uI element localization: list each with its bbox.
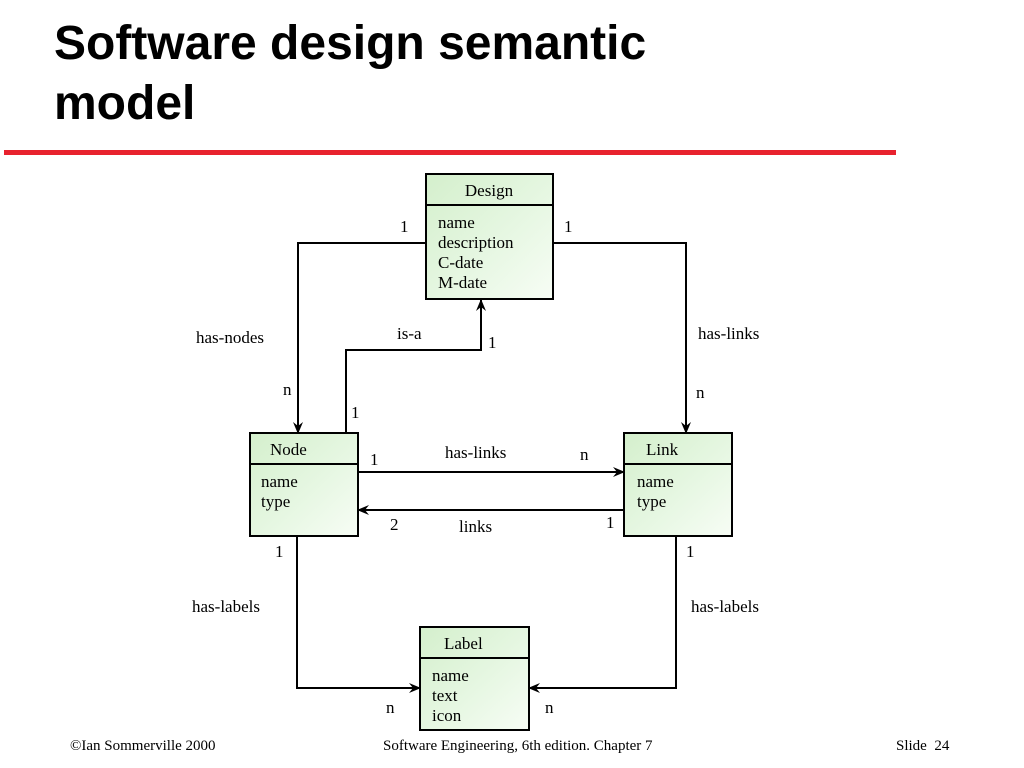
design-attr-name: name <box>438 213 475 232</box>
node-attr-name: name <box>261 472 298 491</box>
design-entity: Design name description C-date M-date <box>425 173 554 300</box>
has-nodes-design-cardinality: 1 <box>400 217 409 236</box>
link-has-labels-connector <box>528 536 677 693</box>
label-attr-text: text <box>432 686 458 705</box>
design-has-links-link-cardinality: n <box>696 383 705 402</box>
label-entity: Label name text icon <box>419 626 530 731</box>
design-attr-description: description <box>438 233 514 252</box>
link-attr-name: name <box>637 472 674 491</box>
has-nodes-node-cardinality: n <box>283 380 292 399</box>
link-has-labels-link-cardinality: 1 <box>686 542 695 561</box>
footer-slide-value: 24 <box>934 738 950 754</box>
footer-book-title: Software Engineering, 6th edition. Chapt… <box>383 738 653 754</box>
is-a-connector <box>345 299 486 433</box>
footer-slide-number: Slide 24 <box>896 738 949 755</box>
design-attr-c-date: C-date <box>438 253 483 272</box>
design-has-links-design-cardinality: 1 <box>564 217 573 236</box>
node-has-links-label: has-links <box>445 443 506 462</box>
has-nodes-label: has-nodes <box>196 328 264 347</box>
design-has-links-connector <box>553 242 691 434</box>
footer-slide-label: Slide <box>896 738 927 754</box>
has-nodes-connector <box>293 242 426 434</box>
design-entity-name: Design <box>465 181 514 200</box>
links-label: links <box>459 517 492 536</box>
footer-copyright: ©Ian Sommerville 2000 <box>70 738 216 754</box>
label-entity-name: Label <box>444 634 483 653</box>
node-has-links-node-cardinality: 1 <box>370 450 379 469</box>
design-has-links-label: has-links <box>698 324 759 343</box>
node-has-labels-label-cardinality: n <box>386 698 395 717</box>
link-entity-name: Link <box>646 440 679 459</box>
label-attr-name: name <box>432 666 469 685</box>
is-a-design-cardinality: 1 <box>488 333 497 352</box>
links-link-cardinality: 1 <box>606 513 615 532</box>
node-has-labels-label: has-labels <box>192 597 260 616</box>
title-underline <box>4 150 896 155</box>
is-a-node-cardinality: 1 <box>351 403 360 422</box>
slide-title: Software design semantic model <box>54 14 914 134</box>
node-entity-name: Node <box>270 440 307 459</box>
node-attr-type: type <box>261 492 290 511</box>
node-has-links-link-cardinality: n <box>580 445 589 464</box>
node-entity: Node name type <box>249 432 359 537</box>
link-entity: Link name type <box>623 432 733 537</box>
links-node-cardinality: 2 <box>390 515 399 534</box>
label-attr-icon: icon <box>432 706 462 725</box>
link-attr-type: type <box>637 492 666 511</box>
node-has-labels-connector <box>296 536 421 693</box>
link-has-labels-label-cardinality: n <box>545 698 554 717</box>
node-has-labels-node-cardinality: 1 <box>275 542 284 561</box>
design-attr-m-date: M-date <box>438 273 487 292</box>
link-has-labels-label: has-labels <box>691 597 759 616</box>
slide-title-line-1: Software design semantic <box>54 17 647 70</box>
is-a-label: is-a <box>397 324 422 343</box>
slide-title-line-2: model <box>54 77 196 130</box>
